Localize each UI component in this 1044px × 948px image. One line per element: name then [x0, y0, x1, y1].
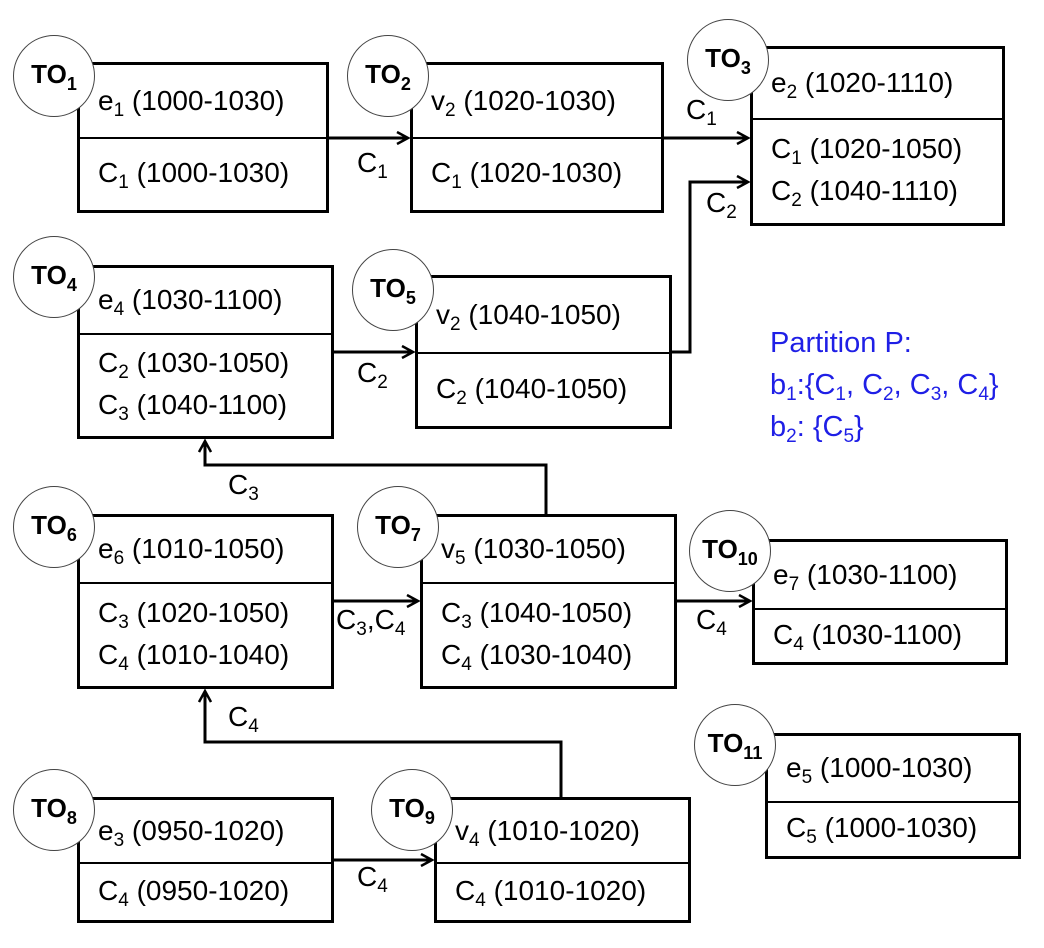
node-header-text: v2 (1020-1030) [431, 85, 616, 121]
node-body-to11: C5 (1000-1030) [768, 802, 1018, 856]
node-badge-to5: TO5 [352, 249, 434, 331]
node-header-to1: e1 (1000-1030) [80, 65, 326, 138]
node-box-to1: e1 (1000-1030) C1 (1000-1030) [77, 62, 329, 213]
node-body-to9: C4 (1010-1020) [437, 863, 688, 920]
node-header-text: v5 (1030-1050) [441, 533, 626, 569]
node-box-to4: e4 (1030-1100) C2 (1030-1050) C3 (1040-110… [77, 265, 334, 439]
node-header-text: v4 (1010-1020) [455, 815, 640, 851]
node-header-text: e6 (1010-1050) [98, 533, 285, 569]
node-box-to11: e5 (1000-1030) C5 (1000-1030) [765, 733, 1021, 859]
node-body-line: C1 (1000-1030) [98, 157, 290, 193]
node-badge-to8: TO8 [13, 769, 95, 851]
node-header-to8: e3 (0950-1020) [80, 800, 331, 863]
node-body-to5: C2 (1040-1050) [418, 353, 669, 426]
node-divider [755, 608, 1005, 610]
node-header-text: e3 (0950-1020) [98, 815, 285, 851]
node-body-to7: C3 (1040-1050) C4 (1030-1040) [423, 583, 674, 686]
node-header-text: e4 (1030-1100) [98, 284, 283, 320]
node-body-to1: C1 (1000-1030) [80, 138, 326, 210]
node-body-line: C3 (1040-1050) [441, 597, 633, 633]
node-header-text: e1 (1000-1030) [98, 85, 285, 121]
node-badge-to11: TO11 [694, 704, 776, 786]
node-box-to8: e3 (0950-1020) C4 (0950-1020) [77, 797, 334, 923]
node-body-line: C3 (1020-1050) [98, 597, 290, 633]
node-header-to7: v5 (1030-1050) [423, 517, 674, 583]
edge-label-to6-to-to7: C3,C4 [336, 604, 406, 640]
edge-to5-to-to3 [672, 182, 748, 354]
node-body-line: C5 (1000-1030) [786, 812, 978, 848]
node-header-text: e5 (1000-1030) [786, 752, 973, 788]
node-header-to3: e2 (1020-1110) [753, 49, 1002, 119]
node-body-to6: C3 (1020-1050) C4 (1010-1040) [80, 583, 331, 686]
node-box-to5: v2 (1040-1050) C2 (1040-1050) [415, 275, 672, 429]
partition-block-1: b1:{C1, C2, C3, C4} [770, 369, 999, 405]
node-divider [768, 801, 1018, 803]
node-body-line: C2 (1040-1050) [436, 373, 628, 409]
node-body-line: C4 (1010-1020) [455, 875, 647, 911]
node-badge-to7: TO7 [357, 486, 439, 568]
node-divider [80, 137, 326, 139]
node-body-to3: C1 (1020-1050) C2 (1040-1110) [753, 119, 1002, 223]
edge-label-to8-to-to9: C4 [357, 861, 388, 897]
node-header-to2: v2 (1020-1030) [413, 65, 661, 138]
edge-label-to9-to-to6: C4 [228, 701, 259, 737]
node-divider [80, 582, 331, 584]
node-divider [413, 137, 661, 139]
node-body-line: C4 (1030-1100) [773, 619, 963, 655]
edge-label-to5-to-to3: C2 [706, 187, 737, 223]
edge-to9-to-to6 [205, 691, 563, 797]
node-box-to10: e7 (1030-1100) C4 (1030-1100) [752, 539, 1008, 665]
node-body-to2: C1 (1020-1030) [413, 138, 661, 210]
partition-legend: Partition P: b1:{C1, C2, C3, C4} b2: {C5} [770, 322, 999, 448]
node-body-line: C4 (1030-1040) [441, 639, 633, 675]
node-header-to4: e4 (1030-1100) [80, 268, 331, 334]
node-divider [437, 862, 688, 864]
node-header-to9: v4 (1010-1020) [437, 800, 688, 863]
edge-label-to4-to-to5: C2 [357, 357, 388, 393]
node-body-line: C4 (1010-1040) [98, 639, 290, 675]
node-badge-to2: TO2 [347, 35, 429, 117]
node-badge-to6: TO6 [13, 486, 95, 568]
partition-block-2: b2: {C5} [770, 411, 864, 447]
edge-to7-to-to4 [205, 441, 548, 514]
node-header-to5: v2 (1040-1050) [418, 278, 669, 353]
node-header-to10: e7 (1030-1100) [755, 542, 1005, 609]
node-badge-to1: TO1 [13, 35, 95, 117]
node-box-to2: v2 (1020-1030) C1 (1020-1030) [410, 62, 664, 213]
node-divider [80, 333, 331, 335]
node-header-to6: e6 (1010-1050) [80, 517, 331, 583]
node-body-line: C4 (0950-1020) [98, 875, 290, 911]
node-header-text: e7 (1030-1100) [773, 559, 958, 595]
edge-label-to7-to-to10: C4 [696, 604, 727, 640]
node-body-to4: C2 (1030-1050) C3 (1040-1100) [80, 334, 331, 436]
node-badge-to4: TO4 [13, 236, 95, 318]
node-divider [423, 582, 674, 584]
node-header-text: e2 (1020-1110) [771, 67, 954, 103]
node-box-to3: e2 (1020-1110) C1 (1020-1050) C2 (1040-111… [750, 46, 1005, 226]
node-body-line: C3 (1040-1100) [98, 389, 288, 425]
node-header-text: v2 (1040-1050) [436, 299, 621, 335]
node-badge-to10: TO10 [689, 510, 771, 592]
node-badge-to9: TO9 [371, 769, 453, 851]
node-body-to8: C4 (0950-1020) [80, 863, 331, 920]
node-box-to6: e6 (1010-1050) C3 (1020-1050) C4 (1010-104… [77, 514, 334, 689]
node-header-to11: e5 (1000-1030) [768, 736, 1018, 802]
node-body-line: C2 (1030-1050) [98, 347, 290, 383]
node-divider [80, 862, 331, 864]
node-body-line: C1 (1020-1030) [431, 157, 623, 193]
edge-label-to2-to-to3: C1 [686, 94, 717, 130]
node-divider [418, 352, 669, 354]
node-body-line: C2 (1040-1110) [771, 175, 958, 211]
node-divider [753, 118, 1002, 120]
node-body-line: C1 (1020-1050) [771, 133, 963, 169]
node-box-to7: v5 (1030-1050) C3 (1040-1050) C4 (1030-104… [420, 514, 677, 689]
edge-label-to1-to-to2: C1 [357, 147, 388, 183]
node-badge-to3: TO3 [687, 19, 769, 101]
node-body-to10: C4 (1030-1100) [755, 609, 1005, 662]
node-box-to9: v4 (1010-1020) C4 (1010-1020) [434, 797, 691, 923]
partition-title: Partition P: [770, 327, 912, 359]
edge-label-to7-to-to4: C3 [228, 469, 259, 505]
